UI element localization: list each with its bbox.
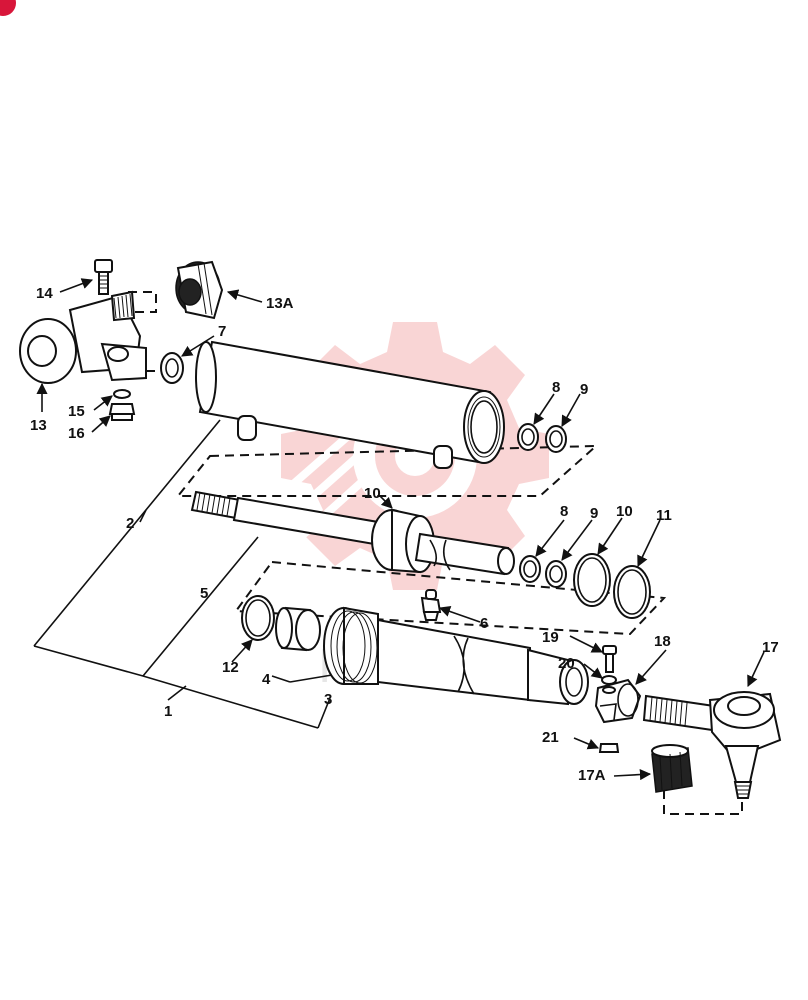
callout-11: 11 <box>656 507 672 524</box>
callout-20: 20 <box>558 655 575 672</box>
part-15-washer <box>113 389 131 399</box>
part-8-ring-middle <box>519 555 541 583</box>
callout-10-middle: 10 <box>616 503 633 520</box>
part-6-grease-fitting <box>420 589 442 621</box>
callout-labels: 14 13A 7 13 15 16 8 9 10 2 8 9 10 11 5 6… <box>30 285 779 784</box>
part-20-washer <box>601 675 617 694</box>
callout-13a: 13A <box>266 295 294 312</box>
part-13-clevis <box>19 290 147 384</box>
part-17a-jam-nut <box>651 744 693 793</box>
callout-18: 18 <box>654 633 671 650</box>
callout-1: 1 <box>164 703 172 720</box>
callout-9-upper: 9 <box>580 381 588 398</box>
part-13a-jam-nut <box>175 260 224 320</box>
part-17-rod-end <box>642 691 782 799</box>
callout-9-middle: 9 <box>590 505 598 522</box>
assembly-brackets <box>33 419 345 729</box>
callout-3: 3 <box>324 691 332 708</box>
part-4-bushing <box>275 606 321 652</box>
part-2-cylinder-barrel <box>195 340 505 469</box>
callout-21: 21 <box>542 729 559 746</box>
corner-badge-icon <box>0 0 16 16</box>
callout-12: 12 <box>222 659 239 676</box>
callout-2: 2 <box>126 515 134 532</box>
callout-13: 13 <box>30 417 47 434</box>
part-8-ring-upper <box>517 423 539 451</box>
part-14-bolt <box>94 259 113 295</box>
part-7-washer <box>160 352 184 384</box>
callout-15: 15 <box>68 403 85 420</box>
callout-4: 4 <box>262 671 271 688</box>
part-11-backup-ring <box>613 565 651 619</box>
part-10-oring <box>573 553 611 607</box>
callout-14: 14 <box>36 285 53 302</box>
callout-7: 7 <box>218 323 226 340</box>
part-19-bolt <box>602 645 617 673</box>
callout-16: 16 <box>68 425 85 442</box>
part-12-ring <box>241 595 275 641</box>
callout-5: 5 <box>200 585 208 602</box>
part-5-piston-rod <box>190 490 515 576</box>
part-9-seal-middle <box>545 560 567 588</box>
part-21-nut <box>598 743 620 753</box>
callout-10-upper: 10 <box>364 485 381 502</box>
callout-17: 17 <box>762 639 779 656</box>
callout-17a: 17A <box>578 767 606 784</box>
callout-6: 6 <box>480 615 488 632</box>
part-9-seal-upper <box>545 425 567 453</box>
leader-lines <box>36 278 765 781</box>
callout-8-upper: 8 <box>552 379 560 396</box>
callout-8-middle: 8 <box>560 503 568 520</box>
part-18-clamp <box>594 678 642 724</box>
part-3-gland <box>323 606 589 706</box>
callout-19: 19 <box>542 629 559 646</box>
part-16-nut <box>108 403 136 421</box>
